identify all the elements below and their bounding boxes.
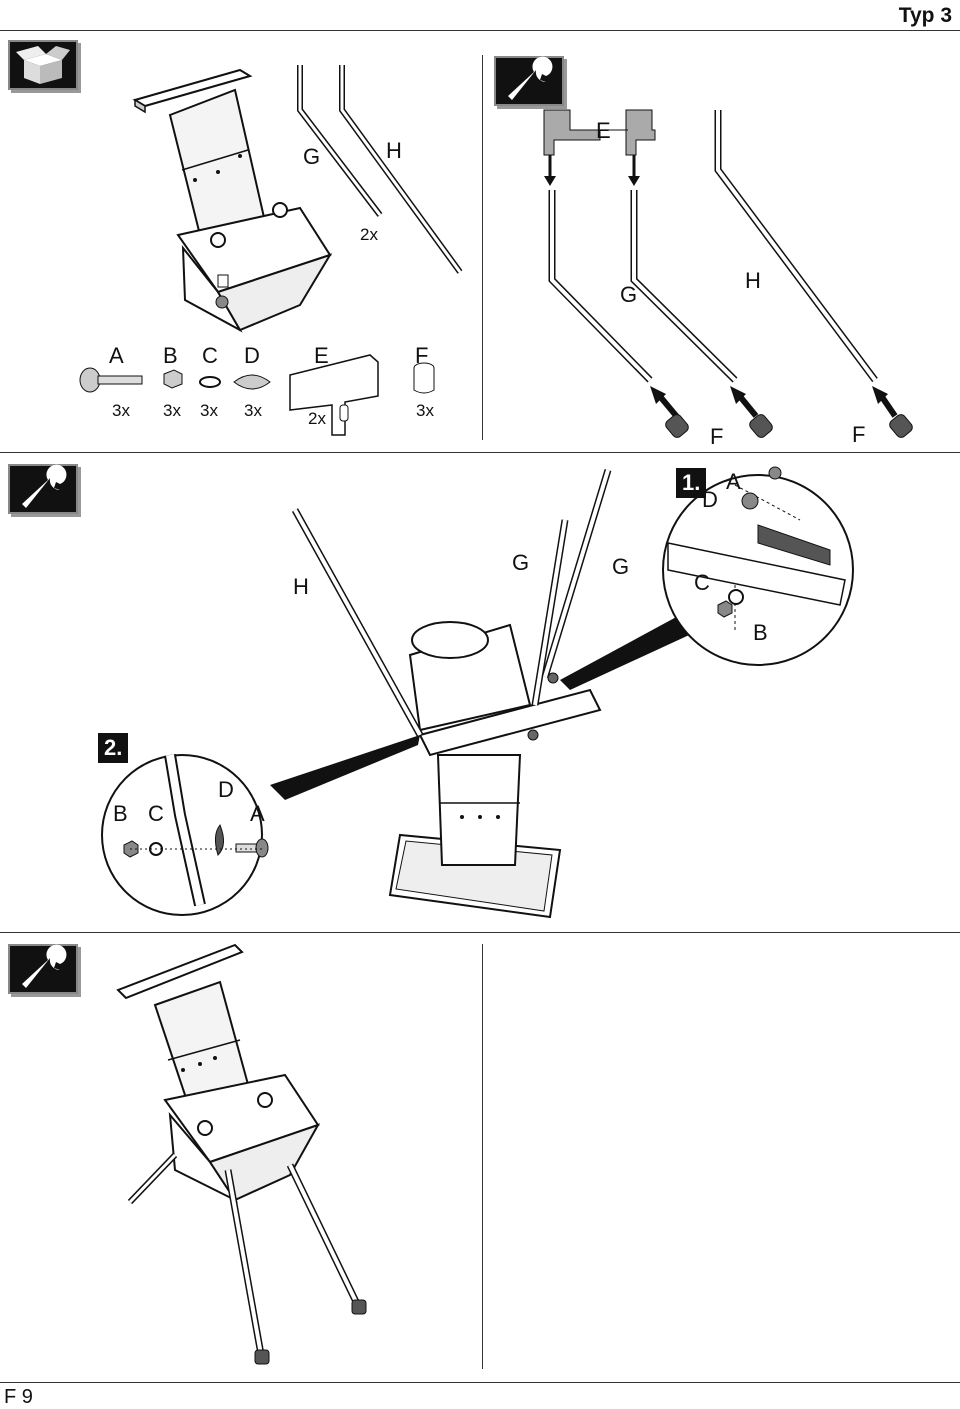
step-2-badge: 2. [98, 733, 129, 763]
page-number: F 9 [4, 1386, 33, 1408]
part-f-letter: F [415, 343, 429, 368]
shredder-unpacked-illustration [79, 65, 463, 436]
leg-h-label: H [745, 268, 761, 293]
step-1-badge: 1. [676, 468, 707, 498]
step2-washer-d-label: D [218, 777, 234, 802]
part-d-count: 3x [244, 401, 262, 420]
footer-rule [0, 1382, 960, 1383]
step1-bolt-a-label: A [726, 469, 741, 494]
cap-f-label-2: F [852, 422, 866, 447]
wrench-icon [494, 56, 564, 106]
attach-legs-illustration [101, 466, 854, 919]
cap-f-label-1: F [710, 424, 724, 449]
wrench-icon [8, 464, 78, 514]
panel-divider-low [0, 932, 960, 933]
part-c-letter: C [202, 343, 218, 368]
bolt-a-icon [79, 367, 143, 393]
step2-nut-b-label: B [113, 801, 128, 826]
leg-count: 2x [360, 225, 378, 244]
part-d-letter: D [244, 343, 260, 368]
part-e-letter: E [314, 343, 329, 368]
panel-divider-mid [0, 452, 960, 453]
leg-h-label: H [293, 574, 309, 599]
panel-divider-bottom [482, 944, 483, 1369]
part-e-count: 2x [308, 409, 326, 428]
part-a-count: 3x [112, 401, 130, 420]
step1-washer-d-label: D [702, 487, 718, 512]
wrench-icon [8, 944, 78, 994]
leg-assembly-illustration [543, 109, 913, 438]
part-b-letter: B [163, 343, 178, 368]
leg-g-label: G [303, 144, 321, 169]
page-header-title: Typ 3 [898, 4, 952, 27]
panel-divider-top [482, 55, 483, 440]
step2-washer-c-label: C [148, 801, 164, 826]
plate-e-label: E [596, 118, 611, 143]
step2-bolt-a-label: A [250, 801, 265, 826]
part-c-count: 3x [200, 401, 218, 420]
assembled-shredder-illustration [116, 943, 367, 1365]
part-b-count: 3x [163, 401, 181, 420]
header-rule [0, 30, 960, 31]
step1-nut-b-label: B [753, 620, 768, 645]
leg-h-label: H [386, 138, 402, 163]
part-f-count: 3x [416, 401, 434, 420]
step1-washer-c-label: C [694, 570, 710, 595]
leg-g-label: G [620, 282, 638, 307]
part-a-letter: A [109, 343, 124, 368]
leg-g-label-2: G [612, 554, 630, 579]
leg-g-label-1: G [512, 550, 530, 575]
box-icon [8, 40, 78, 90]
